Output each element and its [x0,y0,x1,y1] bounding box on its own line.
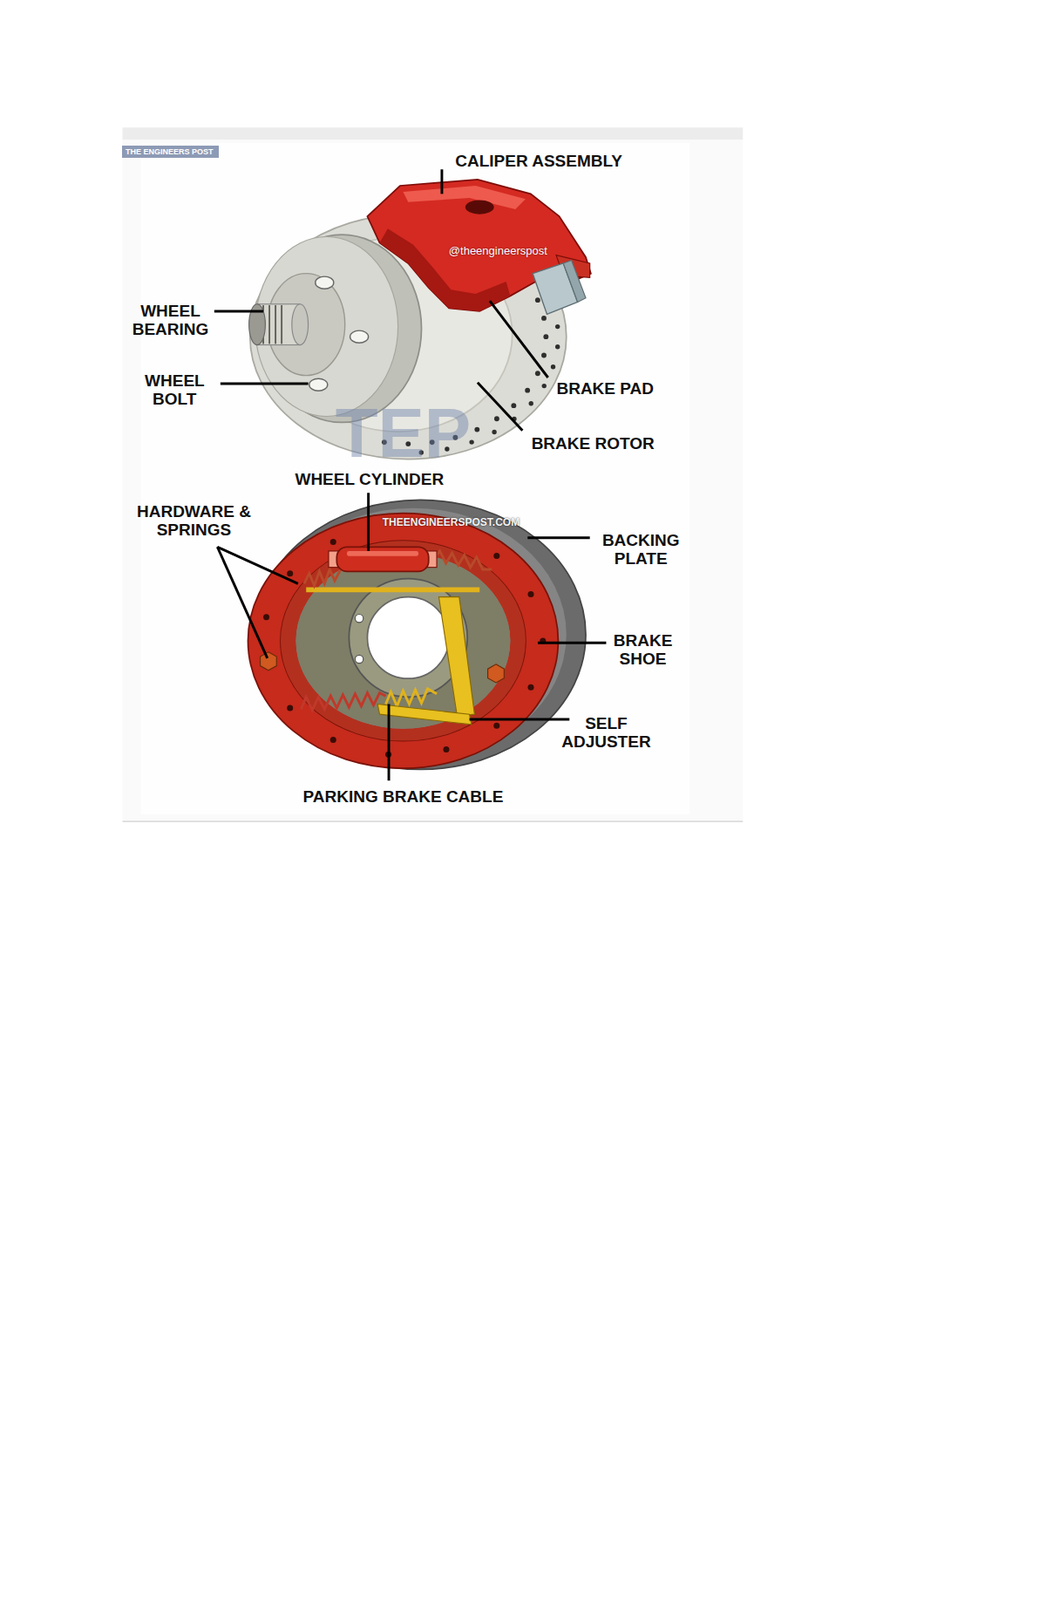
brake-rotor-part-part [541,315,547,321]
brake-rotor-part-part [555,324,560,329]
part-label: SELF ADJUSTER [561,713,651,751]
part-label: WHEEL CYLINDER [294,468,444,488]
brake-rotor-part-part [543,333,549,340]
watermark-logo: TEP [335,398,472,469]
brake-rotor-part-part [535,370,541,376]
wheel-bearing-part-part [280,305,283,344]
leader-line-part [527,536,590,539]
hardware-springs-part [304,567,342,586]
brake-rotor-part-part [510,402,517,408]
watermark-text: @theengineerspost [448,240,548,259]
watermark-text: THEENGINEERSPOST.COM [382,513,520,532]
hardware-springs-part [300,692,386,711]
wheel-bearing-part [292,304,309,346]
leader-line-part [217,546,298,584]
wheel-cylinder-part [346,550,419,557]
part-label: BRAKE ROTOR [531,433,655,452]
brake-shoe-part [296,552,511,728]
brake-pad [532,259,586,314]
wheel-bolt-holes-part [350,330,369,343]
brake-shoe-part-part [493,722,500,729]
brake-rotor-part-part [474,427,480,433]
image-frame-part [122,139,743,822]
brake-rotor-part-part [550,364,556,369]
hardware-springs-part [386,688,438,707]
brake-pad-part [563,259,586,302]
leader-line-part [214,309,264,313]
hub-plate-part [366,597,449,680]
parking-lever [438,597,475,717]
leader-line-part [477,382,523,431]
leader-line-part [220,382,309,386]
part-label: BRAKE PAD [556,378,654,397]
brake-rotor-part-part [529,400,534,406]
leader-line-part [537,641,606,645]
leader-line-part [217,546,267,659]
wheel-bolt-holes [309,276,369,391]
brake-rotor-part-part [524,387,530,394]
brake-shoe-part-part [528,684,535,691]
brake-shoe-part-part [286,705,293,712]
wheel-bearing-part-part [274,305,277,344]
hardware-springs-part [488,664,505,683]
brake-shoe-part [280,540,526,741]
leader-line-part [366,492,370,551]
rotor-hat [255,234,422,422]
part-label: BRAKE SHOE [613,631,673,668]
image-frame [122,127,743,822]
hub-plate-part [354,654,363,663]
part-label: BACKING PLATE [602,530,680,568]
self-adjuster-part [377,703,472,724]
caliper-assembly-part [465,199,495,214]
leader-line-part [489,300,549,378]
wheel-cylinder-part [336,546,428,571]
brake-rotor-part-part [535,297,541,303]
brake-rotor-part-part [555,344,560,349]
brake-shoe-part-part [330,538,337,545]
image-frame-part [122,127,743,140]
badge-text: THE ENGINEERS POST [125,147,216,157]
wheel-bearing-part [263,305,282,344]
brake-rotor-part-part [541,353,547,359]
parking-lever-part [438,597,475,717]
wheel-cylinder [328,546,437,571]
part-label: CALIPER ASSEMBLY [455,150,623,170]
part-label: WHEEL BEARING [132,301,210,339]
image-frame-part [122,820,743,822]
brake-rotor-part-part [494,415,500,422]
brake-shoe-part-part [528,590,535,598]
rotor-hat-part [255,237,399,417]
watermark-badge: THE ENGINEERS POST [122,145,219,158]
brake-shoe-part-part [286,570,293,577]
leader-line-part [469,718,571,721]
wheel-bolt-holes-part [309,378,328,391]
leader-line-part [387,703,391,781]
part-label: HARDWARE & SPRINGS [122,502,266,539]
part-label: PARKING BRAKE CABLE [303,786,504,805]
brake-shoe-part-part [263,613,270,620]
hardware-springs-part [305,586,480,592]
hardware-springs-part [434,550,493,570]
brake-shoe [247,513,558,769]
part-label: WHEEL BOLT [144,371,204,408]
hub-plate-part [354,614,363,623]
leader-line [214,169,607,781]
brake-shoe-part [247,513,558,769]
brake-shoe-part-part [442,746,449,753]
hardware-springs-part [260,652,278,671]
brake-shoe-part-part [493,552,500,559]
self-adjuster [377,703,472,724]
wheel-bearing-part-part [268,305,271,344]
wheel-bolt-holes-part [315,276,334,289]
brake-rotor-part-part [491,429,496,435]
brake-rotor-part-part [542,383,547,388]
brake-shoe-part-part [330,736,337,743]
brake-shoe-part [263,538,546,758]
image-frame-part [141,142,691,815]
leader-line-part [440,169,443,194]
caliper-assembly-part [402,185,525,210]
